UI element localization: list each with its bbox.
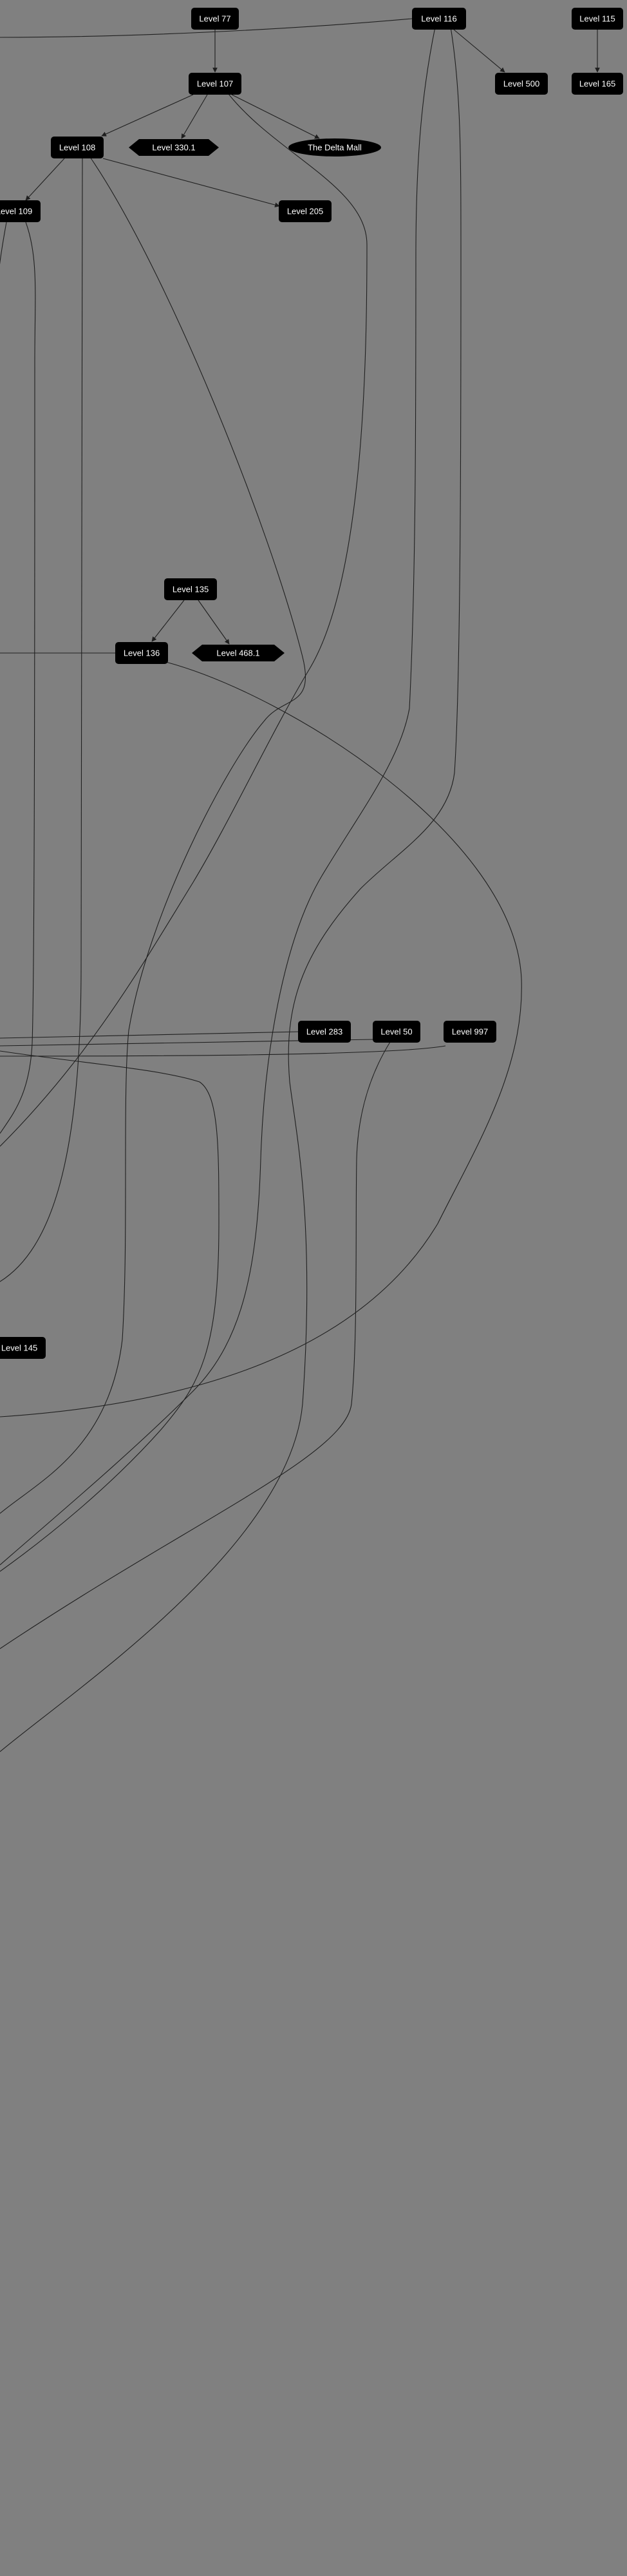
edge-level-135-to-level-468-1 bbox=[198, 600, 230, 645]
diagram-nodes: Level 77 Level 116 Level 115 Level 107 L… bbox=[0, 8, 623, 1359]
node-level-136[interactable]: Level 136 bbox=[115, 642, 168, 664]
connector-level-136-right-loop bbox=[0, 661, 522, 1417]
node-label: Level 500 bbox=[503, 79, 539, 89]
node-label: Level 77 bbox=[199, 14, 230, 24]
edge-level-135-to-level-136 bbox=[151, 600, 185, 642]
node-label: The Delta Mall bbox=[308, 143, 362, 153]
node-level-500[interactable]: Level 500 bbox=[495, 73, 548, 95]
edge-level-107-to-level-330-1 bbox=[181, 94, 208, 139]
connector-level-116-right-down bbox=[0, 26, 462, 1752]
node-label: Level 145 bbox=[1, 1343, 37, 1353]
node-label: Level 135 bbox=[173, 585, 209, 594]
connector-level-50-down bbox=[0, 1041, 391, 1649]
node-label: Level 205 bbox=[287, 207, 323, 216]
node-level-116[interactable]: Level 116 bbox=[412, 8, 466, 30]
node-level-109[interactable]: Level 109 bbox=[0, 200, 41, 222]
node-the-delta-mall[interactable]: The Delta Mall bbox=[288, 138, 381, 156]
edge-level-107-to-level-108 bbox=[101, 94, 194, 137]
node-level-997[interactable]: Level 997 bbox=[444, 1021, 496, 1043]
edge-level-108-to-level-205 bbox=[102, 158, 280, 207]
node-level-135[interactable]: Level 135 bbox=[164, 578, 217, 600]
connector-level-997-to-offscreen-left bbox=[0, 1045, 446, 1057]
edge-level-107-to-the-delta-mall bbox=[231, 94, 320, 139]
node-label: Level 109 bbox=[0, 207, 32, 216]
node-level-50[interactable]: Level 50 bbox=[373, 1021, 420, 1043]
node-label: Level 468.1 bbox=[216, 649, 259, 658]
node-label: Level 330.1 bbox=[152, 143, 195, 153]
node-label: Level 997 bbox=[452, 1027, 488, 1037]
connector-level-283-to-offscreen-left bbox=[0, 1031, 301, 1039]
connector-arrows bbox=[25, 29, 600, 645]
connector-level-108-long-right bbox=[0, 156, 306, 1514]
node-level-108[interactable]: Level 108 bbox=[51, 137, 104, 158]
node-level-107[interactable]: Level 107 bbox=[189, 73, 241, 95]
connector-level-107-right-down bbox=[0, 93, 368, 1147]
connector-level-109-left-down bbox=[0, 222, 7, 265]
node-label: Level 116 bbox=[421, 14, 456, 24]
node-label: Level 136 bbox=[124, 649, 160, 658]
node-level-115[interactable]: Level 115 bbox=[572, 8, 623, 30]
node-label: Level 108 bbox=[59, 143, 95, 153]
node-label: Level 165 bbox=[579, 79, 615, 89]
edge-level-116-to-level-500 bbox=[453, 29, 505, 73]
connector-offscreen-to-lower-left bbox=[0, 1050, 220, 1572]
node-label: Level 115 bbox=[579, 14, 615, 24]
node-level-145[interactable]: Level 145 bbox=[0, 1337, 46, 1359]
node-level-330-1[interactable]: Level 330.1 bbox=[129, 139, 219, 156]
node-level-165[interactable]: Level 165 bbox=[572, 73, 623, 95]
connector-level-116-left-down bbox=[0, 26, 436, 1566]
edge-level-108-to-level-109 bbox=[25, 158, 65, 201]
node-label: Level 283 bbox=[306, 1027, 342, 1037]
node-level-468-1[interactable]: Level 468.1 bbox=[192, 645, 285, 661]
connector-level-116-to-offscreen-left bbox=[0, 18, 413, 38]
node-level-283[interactable]: Level 283 bbox=[298, 1021, 351, 1043]
node-level-205[interactable]: Level 205 bbox=[279, 200, 332, 222]
node-label: Level 50 bbox=[380, 1027, 412, 1037]
connector-curves bbox=[0, 18, 522, 1752]
node-level-77[interactable]: Level 77 bbox=[191, 8, 239, 30]
connector-level-109-right-down bbox=[0, 222, 36, 1134]
node-label: Level 107 bbox=[197, 79, 233, 89]
